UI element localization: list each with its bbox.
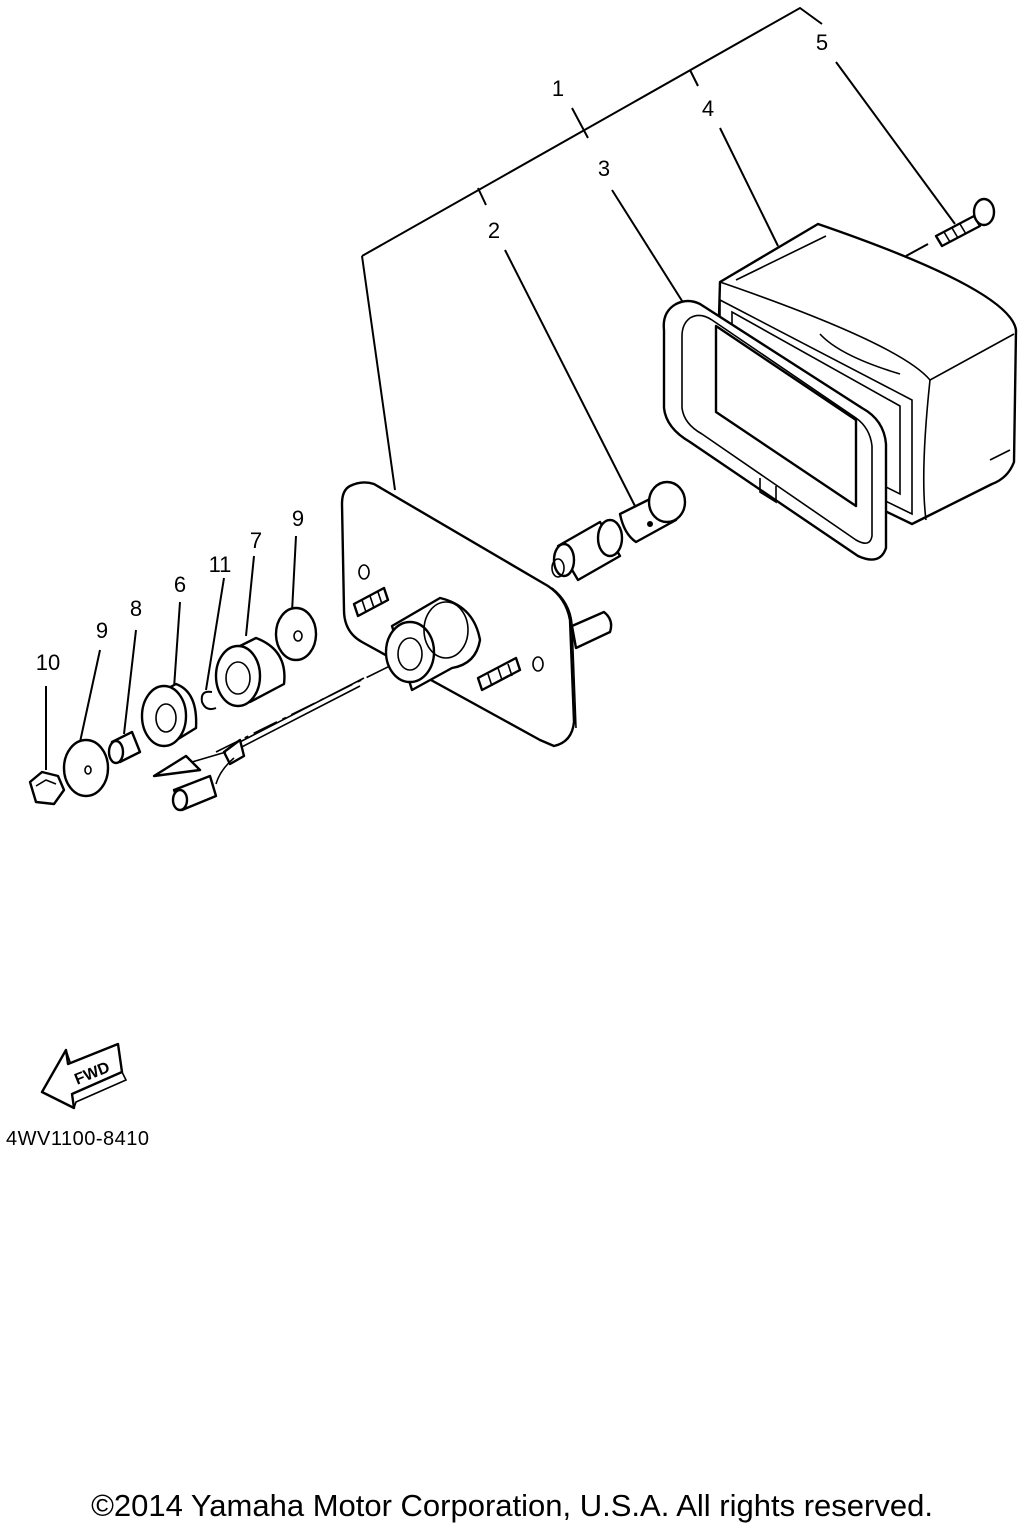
callout-9-lower: 9 <box>96 618 108 643</box>
leader-lines <box>45 6 956 770</box>
part-2-bulb <box>618 480 687 544</box>
callout-5: 5 <box>816 30 828 55</box>
part-7-grommet <box>214 636 286 708</box>
callout-10: 10 <box>36 650 60 675</box>
callout-numbers: 1 2 3 4 5 6 7 8 9 9 10 11 <box>36 30 828 675</box>
part-6-spacer <box>140 682 198 748</box>
callout-9-upper: 9 <box>292 506 304 531</box>
part-5-screw <box>934 197 996 248</box>
part-8-collar <box>107 730 142 765</box>
callout-2: 2 <box>488 218 500 243</box>
part-10-nut <box>28 770 66 806</box>
callout-6: 6 <box>174 572 186 597</box>
part-1-base-plate <box>340 481 613 748</box>
callout-1: 1 <box>552 76 564 101</box>
copyright-notice: ©2014 Yamaha Motor Corporation, U.S.A. A… <box>91 1488 933 1523</box>
part-9-washer-upper <box>274 606 318 662</box>
part-3-gasket <box>662 299 888 561</box>
drawing-code: 4WV1100-8410 <box>6 1128 150 1150</box>
callout-8: 8 <box>130 596 142 621</box>
fwd-direction-arrow: FWD <box>40 1042 128 1110</box>
callout-7: 7 <box>250 528 262 553</box>
wire-lead <box>152 677 365 812</box>
callout-3: 3 <box>598 156 610 181</box>
callout-11: 11 <box>209 552 232 577</box>
callout-4: 4 <box>702 96 714 121</box>
bulb-socket <box>551 518 624 582</box>
part-11-circlip <box>200 690 217 711</box>
